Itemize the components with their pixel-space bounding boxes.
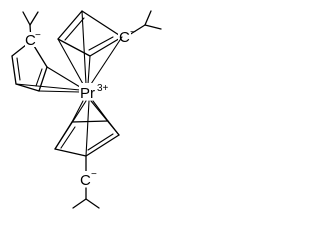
ring-bond xyxy=(71,120,109,123)
ligand-upper-left: C − xyxy=(11,11,81,93)
ring-bond xyxy=(57,10,83,40)
isopropyl-bond-right xyxy=(144,24,162,30)
coordination-bond xyxy=(90,36,123,85)
label-mask xyxy=(25,32,38,47)
ring-double-bond xyxy=(60,126,76,149)
ligand-top-right: C − xyxy=(57,10,162,85)
ring-bond xyxy=(89,36,123,57)
isopropyl-bond-right xyxy=(85,198,100,209)
coordination-bond xyxy=(85,100,90,157)
coordination-bond xyxy=(46,66,81,88)
coordination-bond xyxy=(38,90,81,93)
carbon-label: C xyxy=(80,172,91,189)
coordination-bond xyxy=(81,10,87,85)
carbanion-charge: − xyxy=(91,169,97,180)
praseodymium-charge: 3+ xyxy=(97,83,109,94)
isopropyl-stem-bond xyxy=(128,24,146,36)
label-mask xyxy=(79,171,93,187)
metal-label-mask xyxy=(79,83,108,101)
coordination-bond xyxy=(71,100,84,123)
ring-bond xyxy=(85,134,120,157)
ring-bond xyxy=(11,55,17,85)
ring-bond xyxy=(107,120,120,136)
carbanion-charge: − xyxy=(35,30,41,41)
isopropyl-bond-right xyxy=(29,11,39,26)
praseodymium-label: Pr xyxy=(80,85,95,102)
isopropyl-bond-left xyxy=(72,198,87,209)
carbanion-charge: − xyxy=(130,27,136,38)
ring-double-bond xyxy=(64,17,85,41)
carbon-label: C xyxy=(25,32,36,49)
structure-canvas: C − C − xyxy=(0,0,170,214)
ring-bond xyxy=(54,148,87,157)
metal-center: Pr 3+ xyxy=(79,83,109,102)
ring-bond xyxy=(38,66,48,92)
ring-double-bond xyxy=(35,68,43,87)
ring-bond xyxy=(81,10,123,38)
ring-double-bond xyxy=(16,57,21,81)
isopropyl-bond-up xyxy=(144,10,152,26)
ring-double-bond xyxy=(87,133,114,151)
coordination-bond xyxy=(15,83,81,91)
coordination-bond xyxy=(57,38,84,85)
carbon-label: C xyxy=(119,29,130,46)
ring-bond xyxy=(54,121,73,150)
chemical-structure: C − C − xyxy=(11,10,162,209)
coordination-bond xyxy=(92,100,109,122)
ring-double-bond xyxy=(88,36,114,51)
ring-bond xyxy=(15,83,40,92)
coordination-bond xyxy=(87,55,91,85)
label-mask xyxy=(118,29,131,44)
ligand-bottom: C − xyxy=(54,100,120,209)
isopropyl-bond-left xyxy=(22,11,31,26)
